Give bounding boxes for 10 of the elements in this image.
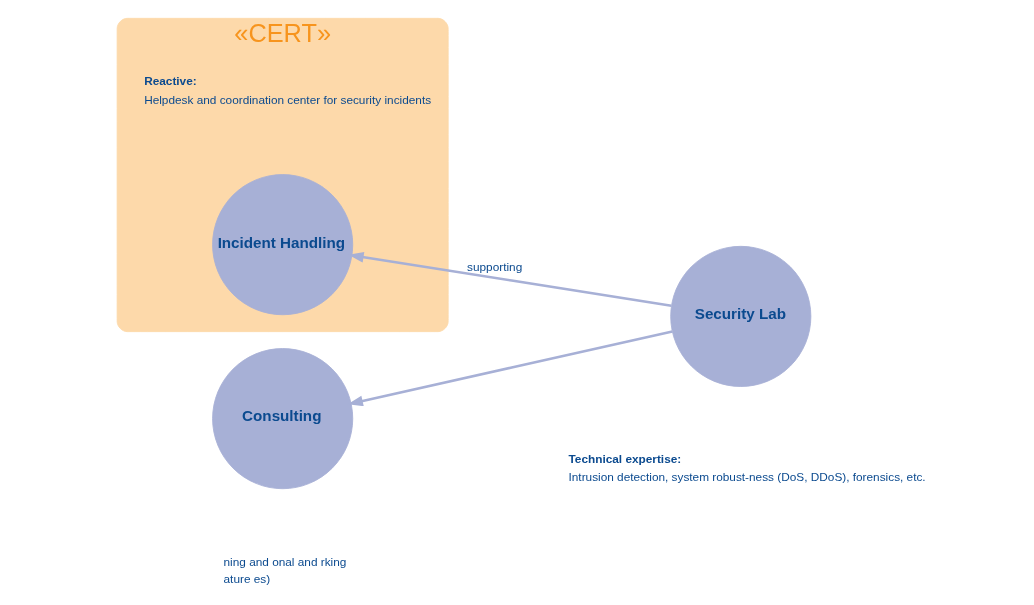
node-label: ning and onal and rking bbox=[223, 554, 347, 569]
node-label: Technical expertise: bbox=[568, 451, 682, 466]
node-label: Intrusion detection, system robust-ness (DoS, DDoS), forensics, etc. bbox=[568, 470, 926, 485]
node-circle: Incident Handling bbox=[212, 174, 354, 316]
node-label: Helpdesk and coordination center for security incidents bbox=[144, 92, 432, 107]
node-circle: Consulting bbox=[212, 348, 354, 490]
node-label: Reactive: bbox=[144, 74, 197, 89]
edge-label: supporting bbox=[467, 260, 523, 274]
node-circle: Security Lab bbox=[670, 245, 812, 387]
node-label: ature es) bbox=[223, 572, 271, 587]
